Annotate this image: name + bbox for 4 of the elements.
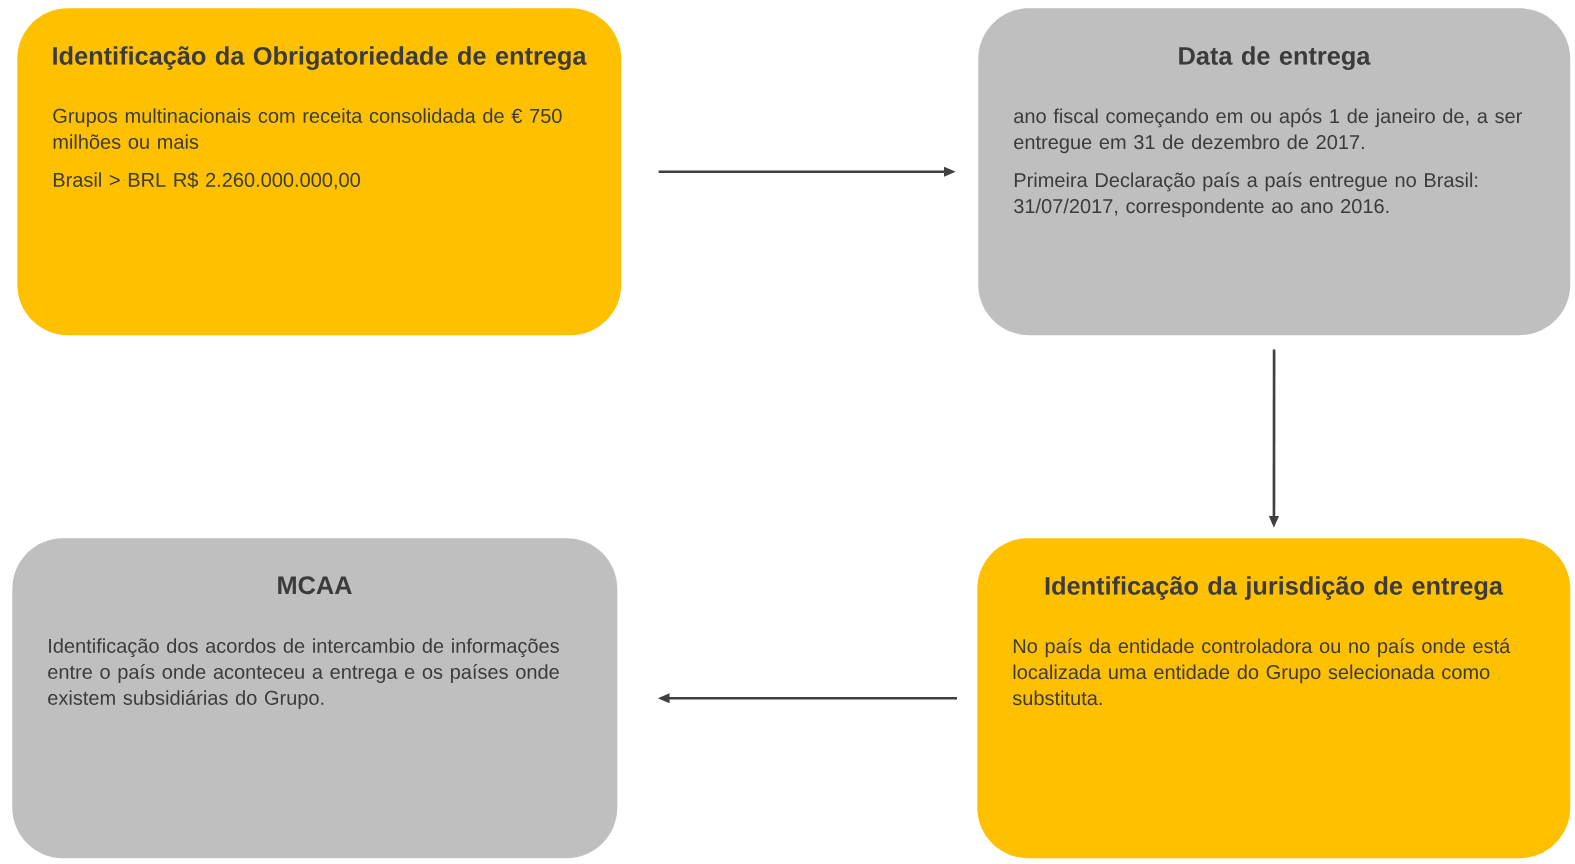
process-box: Identificação da jurisdição de entrega No país da entidade controladora ou no país onde está localizada uma entidade do Grupo selecionada como substituta. [977, 538, 1571, 859]
process-box: Data de entrega ano fiscal começando em ou após 1 de janeiro de, a ser entregue em 31 de dezembro de 2017. Primeira Declaração país a país entregue no Brasil: 31/07/2017, correspondente ao ano 2016. [978, 8, 1571, 336]
process-box: Identificação da Obrigatoriedade de entrega Grupos multinacionais com receita consolidada de € 750 milhões ou mais Brasil > BRL R$ 2.260.000.000,00 [17, 8, 622, 336]
process-box: MCAA Identificação dos acordos de intercambio de informações entre o país onde aconteceu a entrega e os países onde existem subsidiárias do Grupo. [12, 538, 618, 859]
